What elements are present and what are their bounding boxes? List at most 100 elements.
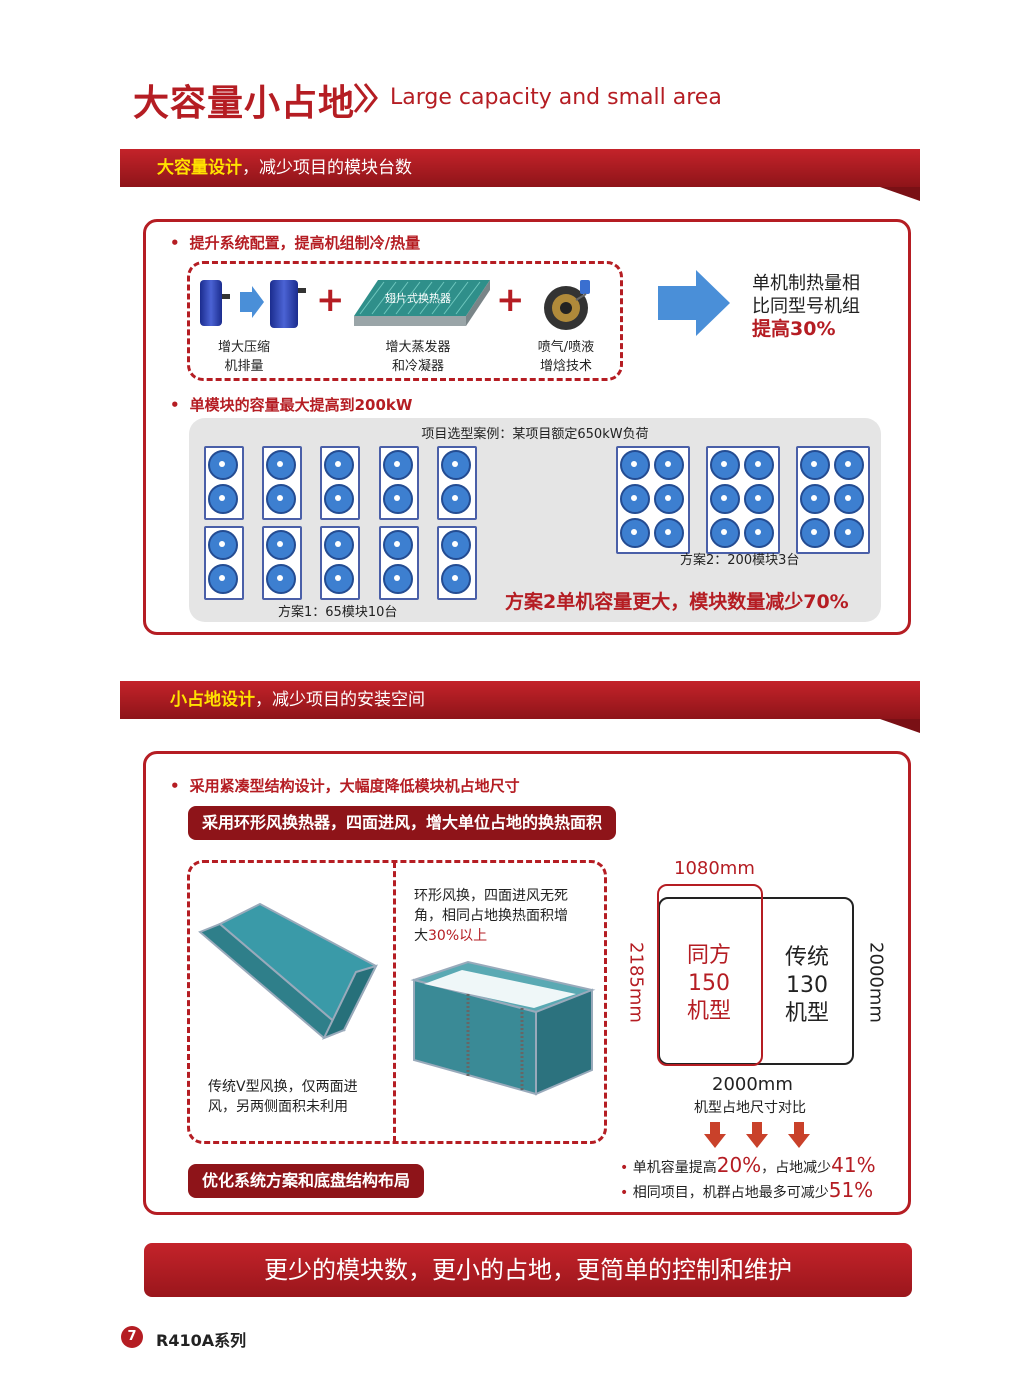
fan-icon xyxy=(266,450,296,480)
heating-result: 单机制热量相 比同型号机组 提高30% xyxy=(752,273,860,340)
module-unit xyxy=(320,526,360,600)
section-highlight: 小占地设计 xyxy=(170,690,255,710)
fan-icon xyxy=(744,484,774,514)
module-unit xyxy=(379,446,419,520)
fan-icon xyxy=(208,564,238,594)
section-highlight: 大容量设计 xyxy=(157,158,242,178)
injection-motor-icon xyxy=(544,280,590,330)
fan-icon xyxy=(441,564,471,594)
upgrade-group xyxy=(187,261,623,381)
section-text: ，减少项目的安装空间 xyxy=(255,690,425,710)
dim-left-label: 2185mm xyxy=(625,942,647,1023)
traditional-model-label: 传统 130 机型 xyxy=(784,945,829,1026)
fan-icon xyxy=(266,530,296,560)
fan-icon xyxy=(208,450,238,480)
case-title: 项目选型案例：某项目额定650kW负荷 xyxy=(421,427,649,442)
fan-icon xyxy=(710,450,740,480)
fan-icon xyxy=(266,484,296,514)
series-label: R410A系列 xyxy=(156,1331,247,1350)
coil-caption: 增大蒸发器 和冷凝器 xyxy=(385,340,451,374)
new-model-label: 同方 150 机型 xyxy=(686,943,731,1024)
compressor-caption: 增大压缩 机排量 xyxy=(217,340,270,374)
ring-exchanger-pill: 采用环形风换热器，四面进风，增大单位占地的换热面积 xyxy=(188,806,617,840)
fan-icon xyxy=(324,564,354,594)
module-unit xyxy=(262,526,302,600)
section-bar-fold xyxy=(880,719,920,733)
module-unit xyxy=(204,446,244,520)
dim-right-label-wrap: 2000mm xyxy=(864,938,888,1026)
module-unit xyxy=(379,526,419,600)
plus-icon: + xyxy=(496,280,525,320)
fan-icon xyxy=(744,450,774,480)
section-bar-fold xyxy=(880,187,920,201)
page-title: 大容量小占地 xyxy=(133,83,356,124)
fan-icon xyxy=(710,484,740,514)
fan-icon xyxy=(324,530,354,560)
module-unit xyxy=(204,526,244,600)
section-text: ，减少项目的模块台数 xyxy=(242,158,412,178)
plus-icon: + xyxy=(316,280,345,320)
fan-icon xyxy=(208,530,238,560)
compressor-icon xyxy=(200,280,306,328)
bullet-max-capacity: 单模块的容量最大提高到200kW xyxy=(170,394,413,415)
scheme1-label: 方案1：65模块10台 xyxy=(278,605,398,620)
dim-top-label: 1080mm xyxy=(674,858,755,879)
fan-icon xyxy=(620,518,650,548)
fan-icon xyxy=(383,530,413,560)
fan-icon xyxy=(800,450,830,480)
module-unit xyxy=(437,526,477,600)
section-bar-footprint xyxy=(120,681,920,719)
fan-icon xyxy=(324,484,354,514)
exchanger-compare-group xyxy=(187,860,607,1144)
fan-icon xyxy=(441,484,471,514)
module-unit xyxy=(437,446,477,520)
result-cluster-footprint: • 相同项目，机群占地最多可减少51% xyxy=(620,1178,874,1202)
fan-icon xyxy=(266,564,296,594)
exchanger-divider xyxy=(393,862,396,1142)
compare-caption: 机型占地尺寸对比 xyxy=(694,1100,806,1116)
fan-icon xyxy=(834,518,864,548)
case-conclusion: 方案2单机容量更大，模块数量减少70% xyxy=(505,591,849,613)
fan-icon xyxy=(834,450,864,480)
summary-banner: 更少的模块数，更小的占地，更简单的控制和维护 xyxy=(144,1243,912,1297)
section-title-footprint: 小占地设计，减少项目的安装空间 xyxy=(170,681,425,719)
fan-icon xyxy=(654,484,684,514)
fan-icon xyxy=(654,518,684,548)
coil-label: 翅片式换热器 xyxy=(385,292,451,305)
section-bar-capacity xyxy=(120,149,920,187)
fan-icon xyxy=(800,518,830,548)
fan-icon xyxy=(800,484,830,514)
optimize-layout-pill: 优化系统方案和底盘结构布局 xyxy=(188,1164,425,1198)
v-type-caption: 传统V型风换，仅两面进 风，另两侧面积未利用 xyxy=(208,1079,358,1115)
fan-icon xyxy=(441,530,471,560)
ring-caption: 环形风换，四面进风无死 角，相同占地换热面积增 大30%以上 xyxy=(414,888,568,944)
down-arrows-icon xyxy=(704,1122,810,1148)
page-number-badge: 7 xyxy=(121,1326,143,1348)
fan-icon xyxy=(654,450,684,480)
fan-icon xyxy=(620,450,650,480)
dim-right-label: 2000mm xyxy=(865,942,887,1023)
dim-bottom-label: 2000mm xyxy=(712,1074,793,1095)
injection-caption: 喷气/喷液 增焓技术 xyxy=(537,340,595,374)
fan-icon xyxy=(710,518,740,548)
double-chevron-icon xyxy=(353,83,378,113)
fan-icon xyxy=(744,518,774,548)
fin-heat-exchanger-icon xyxy=(354,280,490,326)
dim-left-label-wrap: 2185mm xyxy=(624,938,648,1026)
result-arrow-icon xyxy=(658,270,730,336)
bullet-compact-design: 采用紧凑型结构设计，大幅度降低模块机占地尺寸 xyxy=(170,775,520,796)
scheme2-label: 方案2：200模块3台 xyxy=(680,553,800,568)
fan-icon xyxy=(208,484,238,514)
new-model-outline xyxy=(657,884,763,1066)
result-capacity-footprint: • 单机容量提高20%，占地减少41% xyxy=(620,1153,876,1177)
module-unit xyxy=(616,446,690,554)
v-type-exchanger-icon xyxy=(198,902,378,1040)
module-unit xyxy=(796,446,870,554)
module-unit xyxy=(320,446,360,520)
fan-icon xyxy=(620,484,650,514)
ring-exchanger-icon xyxy=(410,960,596,1096)
bullet-system-config: 提升系统配置，提高机组制冷/热量 xyxy=(170,232,420,253)
fan-icon xyxy=(383,564,413,594)
module-unit xyxy=(706,446,780,554)
section-title-capacity: 大容量设计，减少项目的模块台数 xyxy=(157,149,412,187)
